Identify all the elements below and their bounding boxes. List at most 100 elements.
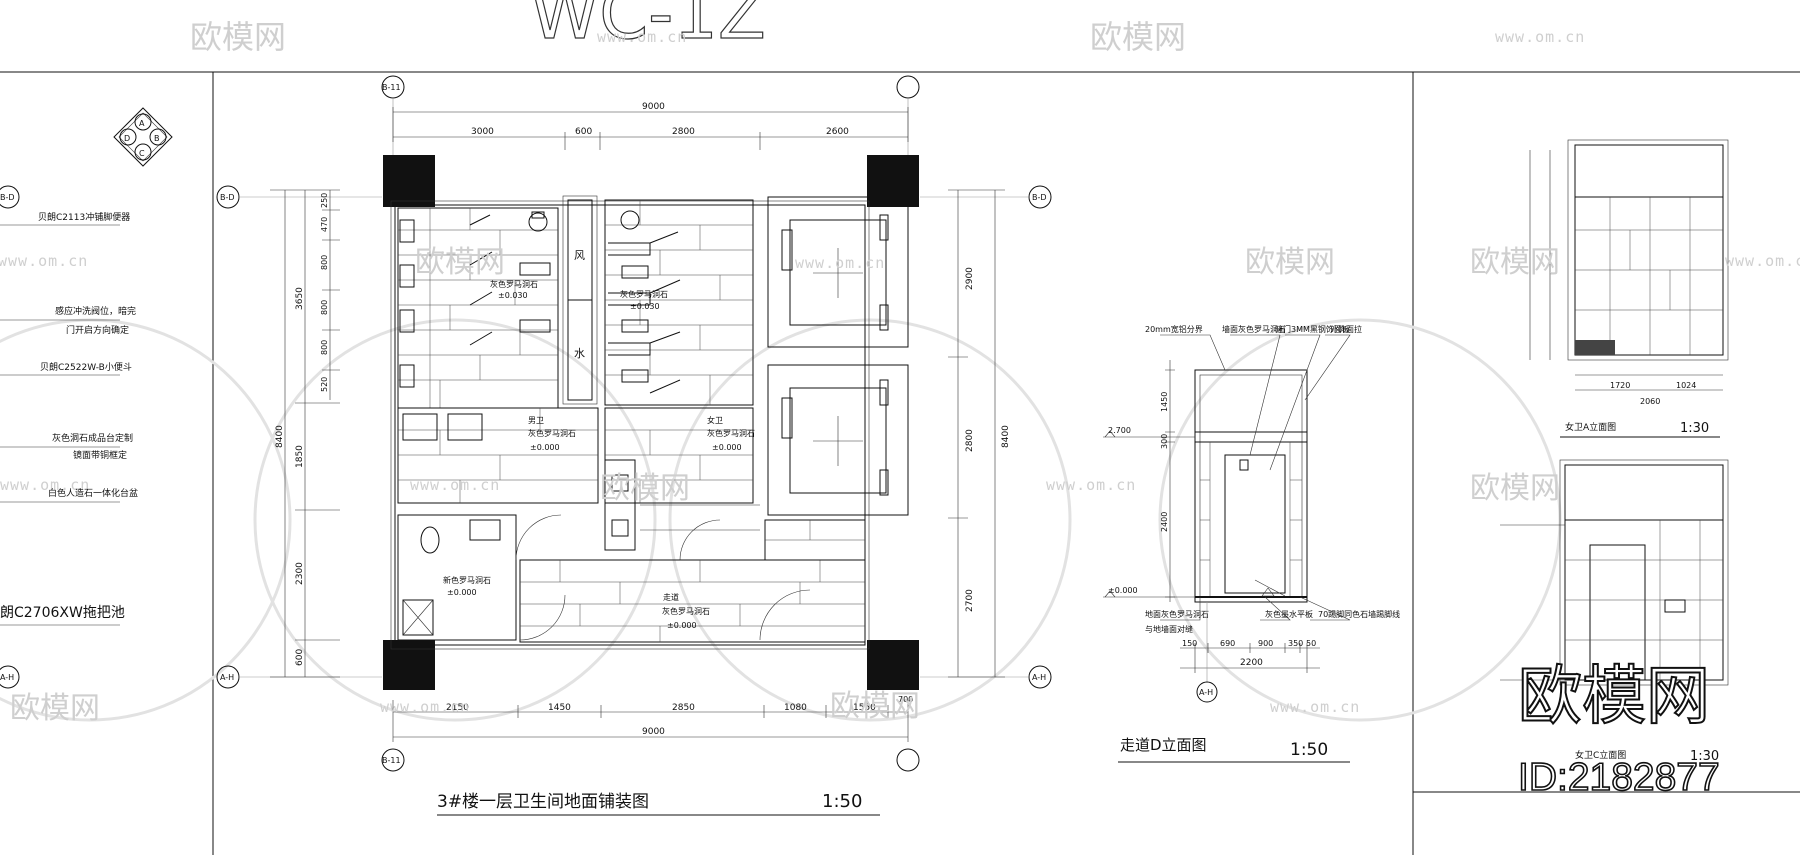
shaft: 风 水 xyxy=(562,195,598,405)
dim-total-top: 9000 xyxy=(642,102,665,112)
watermark-brand: 欧模网 xyxy=(10,691,100,726)
brand-logo: 欧模网 ID:2182877 xyxy=(1517,659,1720,800)
watermark-url: www.om.cn xyxy=(1270,698,1360,716)
plan-scale: 1:50 xyxy=(822,791,862,812)
axis-label: B-11 xyxy=(382,83,401,92)
note-stone-counter: 灰色洞石成品台定制 xyxy=(52,432,133,444)
elevation-c: 欧模网 女卫C立面图 1:30 xyxy=(1470,459,1729,764)
room-label-level: ±0.000 xyxy=(667,621,697,630)
elev-d-note-top-3: 暗门3MM黑钢饰面板 xyxy=(1275,324,1350,334)
elev-d-note-top-1: 20mm宽铝分界 xyxy=(1145,324,1203,334)
shaft-label-wind: 风 xyxy=(574,249,585,262)
compass-icon: A B C D xyxy=(113,107,173,167)
room-label-level: ±0.000 xyxy=(447,588,477,597)
column-block xyxy=(867,155,919,207)
dim-left-seg-1: 250 xyxy=(320,193,329,208)
elev-d-note-bottom-3: 灰色墨水平板 xyxy=(1265,609,1313,619)
dim-left-upper: 3650 xyxy=(295,287,305,310)
elev-d-note-bottom-2: 与地墙面对缝 xyxy=(1145,624,1193,634)
watermark-url: www.om.cn xyxy=(0,476,90,494)
axis-label: A-H xyxy=(1032,673,1046,682)
dim-right-2: 2800 xyxy=(965,429,975,452)
compass-label-c: C xyxy=(139,149,145,158)
dim-left-seg-5: 800 xyxy=(320,340,329,355)
elev-d-level-top: 2.700 xyxy=(1108,426,1131,435)
room-label-material: 灰色罗马洞石 xyxy=(662,606,710,616)
elev-a-dim-3: 2060 xyxy=(1640,397,1660,406)
dim-right-total: 8400 xyxy=(1001,425,1011,448)
logo-brand-text: 欧模网 xyxy=(1518,660,1710,732)
elev-d-note-bottom-4: 70踢脚同色石墙踢脚线 xyxy=(1318,609,1400,619)
column-block xyxy=(383,640,435,690)
compass-label-d: D xyxy=(124,134,130,143)
axis-label: A-H xyxy=(0,673,14,682)
dim-left-middle: 1850 xyxy=(295,445,305,468)
watermark-url: www.om.cn xyxy=(1046,476,1136,494)
axis-bubble-ah-left: A-H xyxy=(0,665,20,689)
watermark-url: www.om.cn xyxy=(597,28,687,46)
dim-bottom-2: 1450 xyxy=(548,703,571,713)
dim-right-1: 2900 xyxy=(965,267,975,290)
room-label-name: 女卫 xyxy=(707,415,723,425)
elev-d-dim-v-3: 2400 xyxy=(1160,512,1169,532)
room-label-name: 走道 xyxy=(663,592,679,602)
elev-d-title: 走道D立面图 xyxy=(1120,736,1207,754)
dims-left: 8400 3650 1850 2300 600 250 470 800 800 … xyxy=(270,189,340,678)
dim-left-seg-6: 520 xyxy=(320,377,329,392)
watermark-brand: 欧模网 xyxy=(1090,18,1186,56)
watermark-url: www.om.cn xyxy=(795,254,885,272)
elev-c-scale: 1:30 xyxy=(1690,749,1719,764)
watermark-url: www.om.cn xyxy=(410,476,500,494)
dims-right: 2900 2800 2700 8400 xyxy=(948,189,1011,678)
compass-label-a: A xyxy=(139,119,145,128)
axis-label: B-D xyxy=(220,193,235,202)
dim-total-bottom: 9000 xyxy=(642,727,665,737)
dims-bottom: 2150 1450 2850 1080 1550 700 9000 xyxy=(392,695,913,742)
mens-room: 灰色罗马洞石 ±0.030 xyxy=(397,207,559,409)
axis-bubble-ah-elev xyxy=(1196,681,1218,703)
elev-d-dim-h-3: 900 xyxy=(1258,639,1273,648)
elev-d-note-top-2: 墙面灰色罗马洞石 xyxy=(1222,324,1286,334)
elev-d-dim-h-4: 350 xyxy=(1288,639,1303,648)
elev-c-title: 女卫C立面图 xyxy=(1575,749,1626,761)
dim-left-seg-3: 800 xyxy=(320,255,329,270)
dim-top-2: 600 xyxy=(575,127,592,137)
elev-d-dim-v-2: 300 xyxy=(1160,434,1169,449)
corridor: 走道 灰色罗马洞石 ±0.000 xyxy=(519,519,866,643)
dim-top-4: 2600 xyxy=(826,127,849,137)
room-label-level: ±0.030 xyxy=(630,302,660,311)
shaft-label-water: 水 xyxy=(574,347,585,360)
accessible-room: 新色罗马洞石 ±0.000 xyxy=(397,459,760,641)
watermark-url: www.om.cn xyxy=(1725,252,1800,270)
room-label-material: 灰色罗马洞石 xyxy=(528,428,576,438)
elev-d-dim-h-5: 50 xyxy=(1306,639,1316,648)
watermark-brand: 欧模网 xyxy=(190,18,286,56)
elevator-shafts xyxy=(767,196,909,516)
room-label-material: 灰色罗马洞石 xyxy=(490,279,538,289)
elev-d-dim-v-1: 1450 xyxy=(1160,392,1169,412)
watermark-url: www.om.cn xyxy=(0,252,88,270)
axis-bubble-b11-top: B-11 xyxy=(381,75,920,99)
room-label-name: 男卫 xyxy=(528,416,544,425)
room-label-material: 新色罗马洞石 xyxy=(443,575,491,585)
elev-d-dim-h-1: 150 xyxy=(1182,639,1197,648)
elev-d-note-bottom-1: 地面灰色罗马洞石 xyxy=(1145,609,1209,619)
axis-label: B-D xyxy=(0,193,15,202)
compass-label-b: B xyxy=(154,134,160,143)
watermark-url: www.om.cn xyxy=(380,698,470,716)
room-label-level: ±0.030 xyxy=(498,291,528,300)
elev-d-dim-total: 2200 xyxy=(1240,658,1263,668)
note-urinal-squat: 贝朗C2113冲铺脚便器 xyxy=(38,211,130,223)
watermark-brand: 欧模网 xyxy=(1245,245,1335,280)
elev-a-title: 女卫A立面图 xyxy=(1565,421,1616,433)
note-basin: 白色人造石一体化台盆 xyxy=(48,487,138,499)
note-urinal: 贝朗C2522W-B小便斗 xyxy=(40,361,132,373)
dim-top-1: 3000 xyxy=(471,127,494,137)
room-label-level: ±0.000 xyxy=(712,443,742,452)
header-partial-title: WC-1Z xyxy=(530,0,766,55)
note-mop-sink: 朗C2706XW拖把池 xyxy=(0,605,125,621)
elev-a-dim-2: 1024 xyxy=(1676,381,1696,390)
watermark-brand: 欧模网 xyxy=(1470,471,1560,506)
elevation-d: 20mm宽铝分界 墙面灰色罗马洞石 暗门3MM黑钢饰面板 外饰面拉 地面灰色罗马… xyxy=(1046,245,1400,763)
